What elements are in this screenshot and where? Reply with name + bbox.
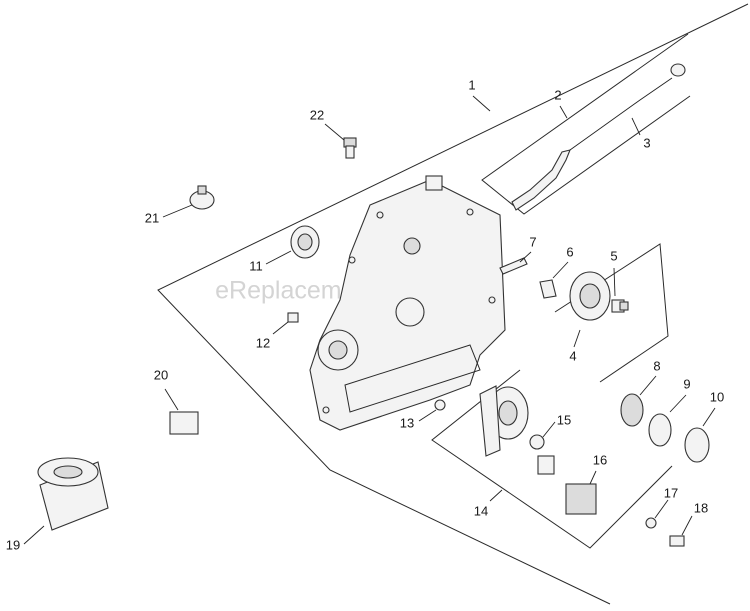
leader-19	[23, 525, 45, 545]
callout-1: 1	[468, 77, 475, 92]
callout-10: 10	[710, 389, 724, 404]
leader-2	[559, 105, 568, 119]
dipstick-part	[569, 63, 686, 151]
leader-13	[418, 409, 437, 422]
leader-3	[631, 117, 641, 136]
callout-21: 21	[145, 210, 159, 225]
washer-13-part	[434, 399, 446, 411]
leader-17	[654, 499, 669, 519]
oil-seal-11-part	[290, 225, 320, 259]
leader-18	[681, 515, 693, 536]
leader-20	[164, 388, 179, 411]
main-assembly-outline	[157, 3, 749, 605]
leader-10	[702, 407, 716, 427]
gasket-10-part	[684, 427, 710, 463]
callout-15: 15	[557, 412, 571, 427]
dipstick-group-outline	[481, 33, 691, 215]
leader-8	[639, 375, 657, 396]
dipstick-tube-part	[511, 149, 571, 211]
callout-7: 7	[529, 234, 536, 249]
callout-2: 2	[554, 87, 561, 102]
oil-filter-19-part	[37, 457, 109, 531]
bolt-18-part	[669, 535, 685, 547]
callout-3: 3	[643, 135, 650, 150]
leader-7	[519, 251, 532, 263]
callout-16: 16	[593, 452, 607, 467]
leader-15	[542, 421, 556, 438]
callout-20: 20	[154, 367, 168, 382]
callout-13: 13	[400, 415, 414, 430]
callout-11: 11	[249, 258, 263, 273]
washer-17-part	[645, 517, 657, 529]
leader-12	[272, 321, 289, 335]
gear-group-outline	[554, 243, 669, 383]
callout-5: 5	[610, 248, 617, 263]
callout-4: 4	[569, 348, 576, 363]
oil-pump-14-part	[479, 385, 529, 457]
callout-22: 22	[310, 107, 324, 122]
callout-18: 18	[694, 500, 708, 515]
leader-22	[324, 123, 345, 141]
o-ring-15-part	[529, 434, 545, 450]
leader-21	[162, 204, 193, 218]
breather-21-part	[189, 185, 215, 210]
oil-pump-group-outline	[431, 369, 673, 549]
callout-8: 8	[653, 358, 660, 373]
plug-12-part	[287, 312, 299, 323]
bolt-22-part	[343, 137, 357, 159]
leader-9	[669, 394, 687, 413]
crankcase-cover-part	[309, 175, 506, 431]
callout-14: 14	[474, 503, 488, 518]
callout-12: 12	[256, 335, 270, 350]
callout-9: 9	[683, 376, 690, 391]
bolt-5-part	[611, 299, 629, 313]
leader-1	[472, 95, 491, 112]
leader-4	[573, 329, 581, 348]
callout-19: 19	[6, 537, 20, 552]
leader-5	[613, 267, 616, 297]
gasket-8-part	[620, 393, 644, 427]
callout-6: 6	[566, 244, 573, 259]
washer-6-part	[539, 279, 557, 299]
leader-11	[265, 250, 292, 265]
oil-pickup-16-part	[537, 455, 597, 515]
leader-6	[552, 261, 569, 279]
gasket-9-part	[648, 413, 672, 447]
governor-gear-4-part	[569, 271, 611, 321]
callout-17: 17	[664, 485, 678, 500]
leader-14	[489, 489, 503, 502]
leader-16	[589, 470, 597, 485]
fitting-20-part	[169, 411, 199, 435]
pin-7-part	[499, 257, 528, 275]
